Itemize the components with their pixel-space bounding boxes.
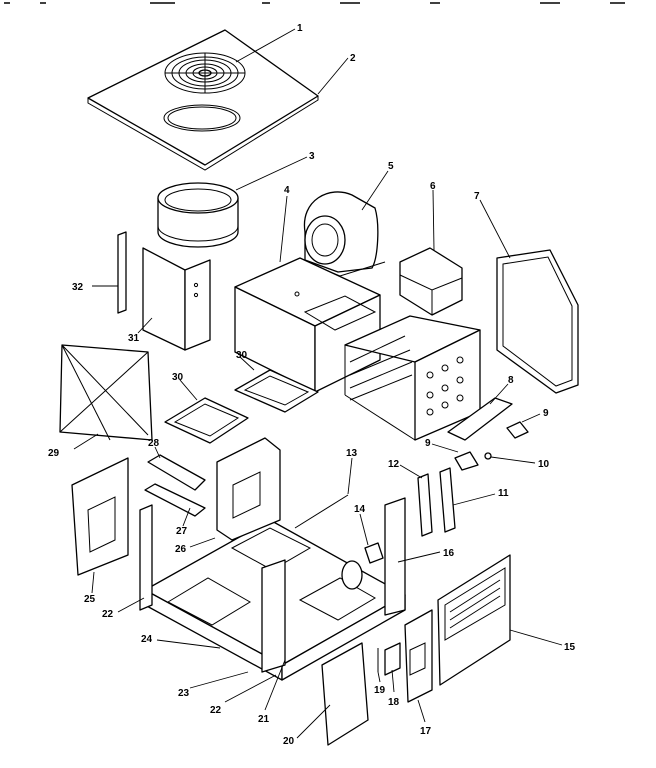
bracket-8 — [447, 397, 513, 441]
callout-21: 21 — [258, 714, 270, 725]
callout-29: 29 — [48, 448, 60, 459]
filter-panel-29 — [59, 344, 153, 441]
callout-20: 20 — [283, 736, 295, 747]
panel-17 — [404, 609, 433, 703]
callout-18: 18 — [388, 697, 400, 708]
callout-5: 5 — [388, 161, 394, 172]
rail-28 — [147, 454, 206, 491]
blower-wheel — [299, 191, 386, 277]
callout-30b: 30 — [236, 350, 248, 361]
rod-13 — [294, 494, 349, 529]
filter-30a — [164, 397, 249, 444]
callout-15: 15 — [564, 642, 576, 653]
callout-11: 11 — [498, 488, 509, 499]
strip-12 — [417, 473, 433, 537]
screw-10 — [484, 452, 492, 460]
callout-22a: 22 — [102, 609, 114, 620]
callout-31: 31 — [128, 333, 140, 344]
callout-9b: 9 — [425, 438, 431, 449]
motor-14 — [341, 542, 384, 590]
callout-2: 2 — [350, 53, 356, 64]
callout-16: 16 — [443, 548, 455, 559]
callout-labels: 1 2 3 4 5 6 7 8 9 9 10 11 12 13 14 15 16… — [48, 23, 576, 747]
callout-13: 13 — [346, 448, 358, 459]
callout-27: 27 — [176, 526, 188, 537]
partition-panel-31 — [142, 247, 211, 351]
callout-14: 14 — [354, 504, 366, 515]
filter-30b — [234, 369, 319, 413]
callout-10: 10 — [538, 459, 550, 470]
clip-9a — [506, 421, 529, 439]
clip-9b — [454, 451, 479, 471]
callout-25: 25 — [84, 594, 96, 605]
callout-12: 12 — [388, 459, 400, 470]
callout-9a: 9 — [543, 408, 549, 419]
strip-11 — [439, 467, 456, 533]
callout-8: 8 — [508, 375, 514, 386]
front-panel-20 — [321, 642, 369, 746]
callout-24: 24 — [141, 634, 153, 645]
louvered-panel-15 — [437, 554, 511, 686]
top-panel — [87, 29, 319, 171]
callout-19: 19 — [374, 685, 386, 696]
corner-strip-32 — [117, 231, 127, 314]
bracket-18 — [384, 642, 401, 676]
callout-7: 7 — [474, 191, 480, 202]
blower-housing — [234, 257, 381, 393]
base-chassis — [139, 437, 406, 681]
callout-28: 28 — [148, 438, 160, 449]
fan-guard — [164, 52, 246, 94]
callout-32: 32 — [72, 282, 84, 293]
access-panel-25 — [71, 457, 129, 576]
baffle — [399, 247, 463, 316]
callout-26: 26 — [175, 544, 187, 555]
callout-17: 17 — [420, 726, 432, 737]
leader-lines — [73, 28, 563, 739]
callout-22b: 22 — [210, 705, 222, 716]
side-panel-right — [496, 249, 579, 394]
callout-1: 1 — [297, 23, 303, 34]
callout-4: 4 — [284, 185, 290, 196]
callout-30a: 30 — [172, 372, 184, 383]
callout-6: 6 — [430, 181, 436, 192]
callout-3: 3 — [309, 151, 315, 162]
callout-23: 23 — [178, 688, 190, 699]
fan-shroud — [157, 182, 239, 248]
